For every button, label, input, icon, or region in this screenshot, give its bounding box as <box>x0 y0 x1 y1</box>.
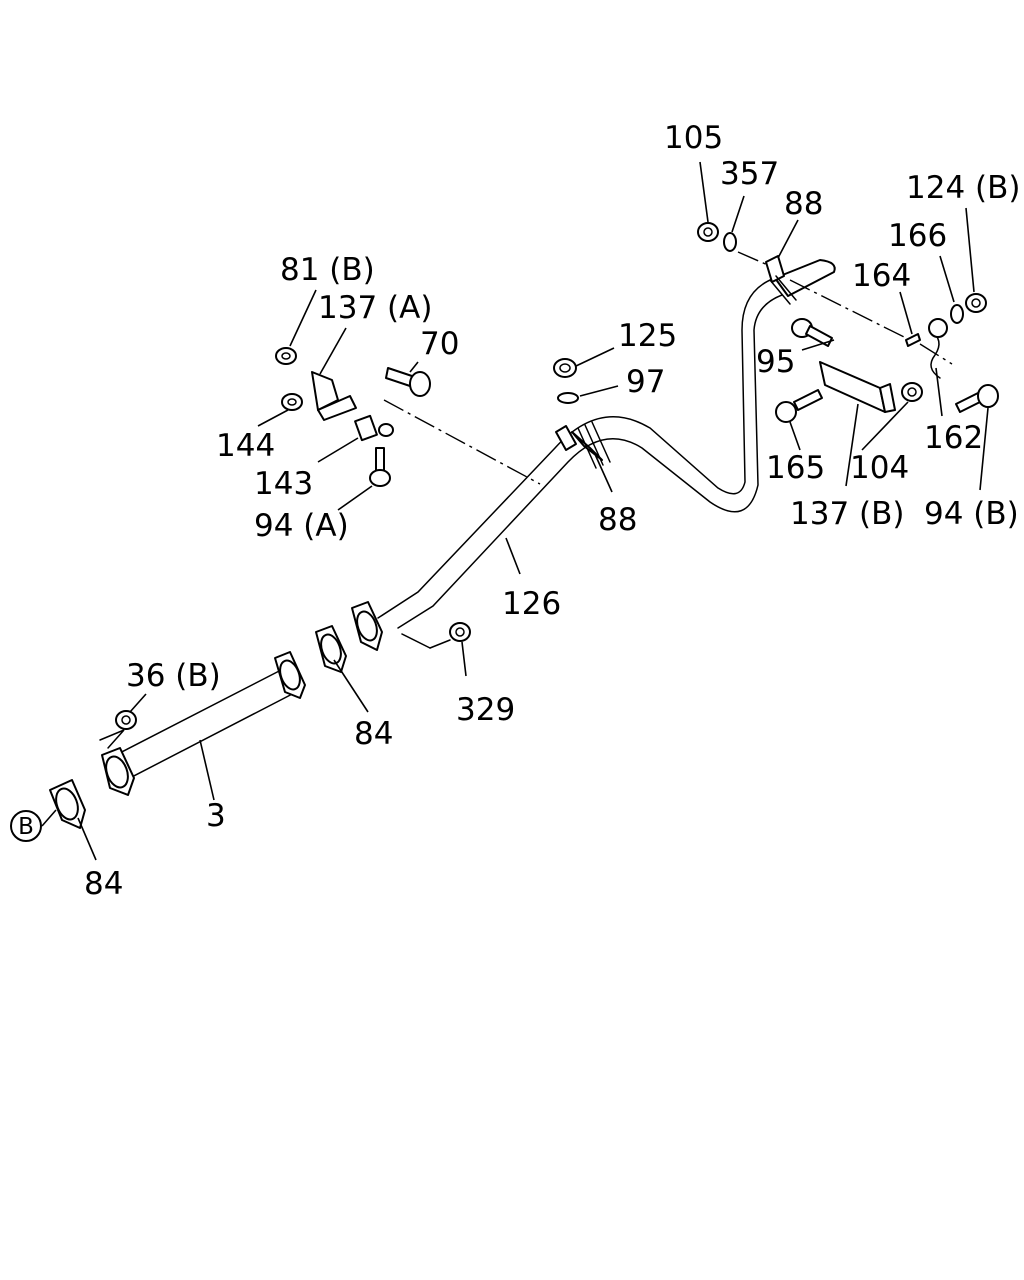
nut-105 <box>697 222 719 242</box>
part-labels: 105 357 88 124 (B) 166 164 81 (B) 137 (A… <box>84 120 1020 902</box>
label-165: 165 <box>766 450 825 486</box>
label-144: 144 <box>216 428 275 464</box>
label-94a: 94 (A) <box>254 508 349 544</box>
label-166: 166 <box>888 218 947 254</box>
label-164: 164 <box>852 258 911 294</box>
label-88-mid: 88 <box>598 502 637 538</box>
label-126: 126 <box>502 586 561 622</box>
pin-164 <box>905 333 921 347</box>
intermediate-pipe <box>109 667 301 781</box>
flange-gasket-mid <box>315 625 347 673</box>
label-104: 104 <box>850 450 909 486</box>
reference-marker-b: B <box>10 810 42 842</box>
bracket-137a <box>311 371 357 421</box>
nut-125 <box>553 358 577 378</box>
nut-162-top <box>928 318 948 338</box>
label-124b: 124 (B) <box>906 170 1020 206</box>
bracket-137b <box>819 361 896 413</box>
label-36b: 36 (B) <box>126 658 221 694</box>
label-94b: 94 (B) <box>924 496 1019 532</box>
flange-pipe-rear-end <box>101 747 135 796</box>
label-105: 105 <box>664 120 723 156</box>
washer-97 <box>557 392 579 404</box>
label-84-mid: 84 <box>354 716 393 752</box>
flange-pipe-front-end <box>274 651 306 699</box>
flange-main-pipe <box>351 601 383 651</box>
nut-36b <box>115 710 137 730</box>
label-357: 357 <box>720 156 779 192</box>
washer-166 <box>950 304 964 324</box>
nut-104 <box>901 382 923 402</box>
nut-124b <box>965 293 987 313</box>
clamp-88-mid <box>555 421 611 469</box>
label-70: 70 <box>420 326 459 362</box>
reference-marker-b-label: B <box>18 814 34 840</box>
rubber-mount-143 <box>354 414 394 442</box>
label-137a: 137 (A) <box>318 290 432 326</box>
bolt-94b <box>955 384 999 413</box>
label-137b: 137 (B) <box>790 496 904 532</box>
bolt-94a <box>369 447 391 487</box>
bolt-95 <box>791 318 833 347</box>
bolt-70 <box>385 367 431 397</box>
assembly-lines <box>99 251 953 749</box>
label-95: 95 <box>756 344 795 380</box>
label-329: 329 <box>456 692 515 728</box>
bolt-165 <box>775 389 823 423</box>
nut-329 <box>449 622 471 642</box>
label-162: 162 <box>924 420 983 456</box>
nut-144 <box>281 393 303 411</box>
label-84-bottom: 84 <box>84 866 123 902</box>
leader-lines <box>41 161 989 861</box>
clamp-88-top <box>765 255 797 305</box>
label-81b: 81 (B) <box>280 252 375 288</box>
label-125: 125 <box>618 318 677 354</box>
washer-357 <box>723 232 737 252</box>
flange-rear <box>49 779 86 829</box>
label-143: 143 <box>254 466 313 502</box>
nut-81b <box>275 347 297 365</box>
label-3: 3 <box>206 798 226 834</box>
front-exhaust-pipe <box>377 259 836 629</box>
label-97: 97 <box>626 364 665 400</box>
label-88-top: 88 <box>784 186 823 222</box>
